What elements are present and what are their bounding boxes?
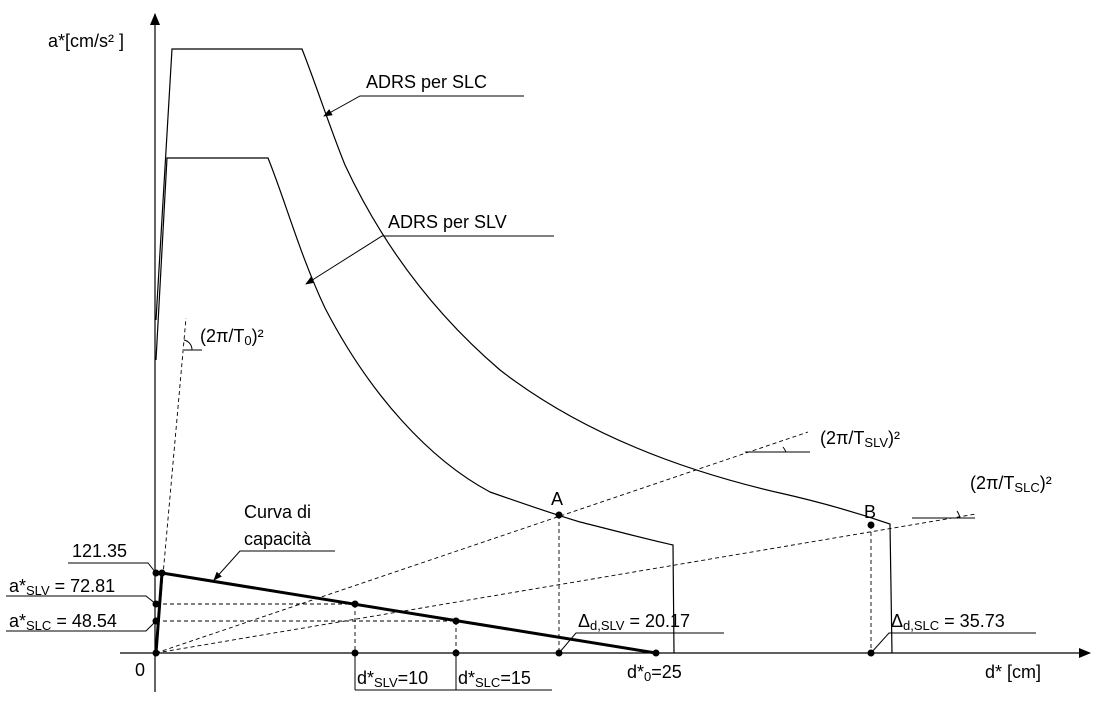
tslc-angle-arc xyxy=(956,510,961,519)
capacity-label-line1: Curva di xyxy=(244,502,311,522)
point-d-slv xyxy=(351,600,359,608)
adrs-slv-leader xyxy=(305,235,554,285)
adrs-slv-label: ADRS per SLV xyxy=(388,212,507,232)
capacity-label-line2: capacità xyxy=(244,529,312,549)
point-a xyxy=(555,511,563,519)
delta-slv-leader xyxy=(558,632,724,654)
adrs-slv-curve xyxy=(155,157,675,654)
tslv-slope-line xyxy=(155,431,809,654)
x-axis-label: d* [cm] xyxy=(985,662,1041,682)
a-slc-label: a*SLC = 48.54 xyxy=(9,611,117,633)
y-axis-label: a*[cm/s² ] xyxy=(48,31,124,51)
point-d0 xyxy=(652,649,660,657)
point-d-slc xyxy=(452,617,460,625)
peak-value-label: 121.35 xyxy=(72,541,127,561)
t0-slope-label: (2π/T0)² xyxy=(200,326,264,348)
point-a-label: A xyxy=(551,489,563,509)
t0-angle-arc xyxy=(183,339,193,351)
d0-label: d*0=25 xyxy=(627,662,682,684)
capacity-leader xyxy=(213,550,335,581)
tslc-slope-line xyxy=(155,513,977,654)
tslc-slope-label: (2π/TSLC)² xyxy=(970,473,1052,495)
adrs-slc-curve xyxy=(155,48,893,654)
adrs-slc-leader xyxy=(323,95,524,117)
tslv-slope-label: (2π/TSLV)² xyxy=(820,428,900,450)
delta-slc-label: Δd,SLC = 35.73 xyxy=(891,611,1005,633)
delta-slv-label: Δd,SLV = 20.17 xyxy=(578,611,690,633)
a-slc-leader xyxy=(6,620,157,632)
point-origin xyxy=(152,649,160,657)
point-b-label: B xyxy=(864,502,876,522)
d-slv-label: d*SLV=10 xyxy=(357,668,428,690)
a-slv-label: a*SLV = 72.81 xyxy=(9,576,115,598)
peak-leader xyxy=(68,562,157,574)
adrs-slc-label: ADRS per SLC xyxy=(366,72,487,92)
origin-label: 0 xyxy=(135,660,145,680)
tslv-angle-arc xyxy=(782,446,787,453)
delta-slc-leader xyxy=(870,632,1036,654)
a-slv-leader xyxy=(6,595,157,605)
d-slc-label: d*SLC=15 xyxy=(458,668,531,690)
point-b xyxy=(867,521,875,529)
point-peak-curve xyxy=(158,569,166,577)
